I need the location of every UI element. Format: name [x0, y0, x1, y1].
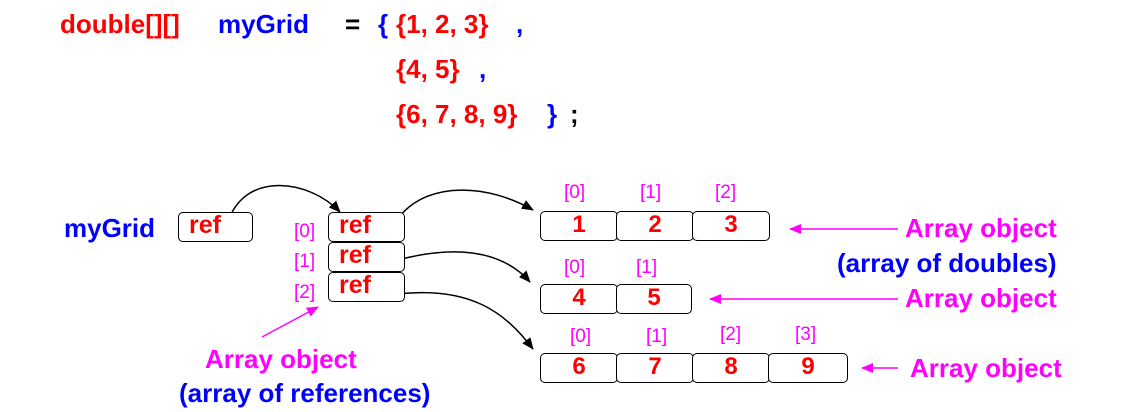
- code-semicolon: ;: [570, 99, 579, 129]
- code-row-1: {1, 2, 3}: [396, 9, 489, 39]
- ref-index-0: [0]: [294, 221, 316, 242]
- row-2-label: Array object: [910, 353, 1062, 383]
- row-1-cell-1: 5: [616, 284, 692, 314]
- code-equals: =: [345, 9, 361, 39]
- code-open-brace: {: [378, 9, 389, 39]
- row-1-cell-0: 4: [540, 284, 618, 314]
- variable-name: myGrid: [64, 213, 156, 243]
- row-0-index-0: [0]: [564, 182, 586, 203]
- ref-cell-1: ref: [328, 241, 405, 272]
- row-0-cell-1: 2: [616, 211, 694, 241]
- code-variable: myGrid: [218, 9, 310, 39]
- row-2-cell-2: 8: [692, 353, 770, 383]
- row-0-label: Array object: [905, 213, 1057, 243]
- row-2-index-0: [0]: [570, 326, 592, 347]
- ref-array-sublabel: (array of references): [179, 378, 431, 408]
- code-comma-1: ,: [516, 9, 524, 39]
- code-close-brace: }: [547, 99, 558, 129]
- row-2-index-1: [1]: [646, 326, 668, 347]
- row-2-cell-1: 7: [616, 353, 694, 383]
- row-2-index-3: [3]: [795, 324, 817, 345]
- code-type: double[][]: [60, 9, 180, 39]
- row-1-index-0: [0]: [564, 257, 586, 278]
- variable-ref-cell: ref: [178, 211, 253, 242]
- row-0-cell-2: 3: [692, 211, 770, 241]
- row-2-index-2: [2]: [720, 324, 742, 345]
- ref-cell-1-text: ref: [339, 241, 371, 269]
- row-1-index-1: [1]: [636, 257, 658, 278]
- ref-index-1: [1]: [294, 251, 316, 272]
- variable-ref-text: ref: [189, 211, 221, 239]
- arrow-ref2-to-row3: [397, 291, 534, 350]
- pointer-refs-label: [261, 306, 319, 338]
- row-0-index-2: [2]: [715, 182, 737, 203]
- ref-cell-0-text: ref: [339, 211, 371, 239]
- row-0-cell-0: 1: [540, 211, 618, 241]
- code-row-3: {6, 7, 8, 9}: [396, 99, 518, 129]
- row-0-sublabel: (array of doubles): [837, 248, 1057, 278]
- code-comma-2: ,: [479, 54, 487, 84]
- row-2-cell-0: 6: [540, 353, 618, 383]
- row-2-cell-3: 9: [768, 353, 848, 383]
- code-row-2: {4, 5}: [396, 54, 460, 84]
- arrow-var-to-refs: [227, 184, 341, 223]
- ref-cell-2-text: ref: [339, 271, 371, 299]
- arrow-ref1-to-row2: [397, 251, 531, 283]
- ref-cell-0: ref: [328, 211, 405, 242]
- row-1-label: Array object: [905, 283, 1057, 313]
- row-0-index-1: [1]: [640, 182, 662, 203]
- ref-cell-2: ref: [328, 271, 405, 302]
- ref-array-label: Array object: [205, 344, 357, 374]
- ref-index-2: [2]: [294, 282, 316, 303]
- arrow-ref0-to-row1: [399, 189, 534, 217]
